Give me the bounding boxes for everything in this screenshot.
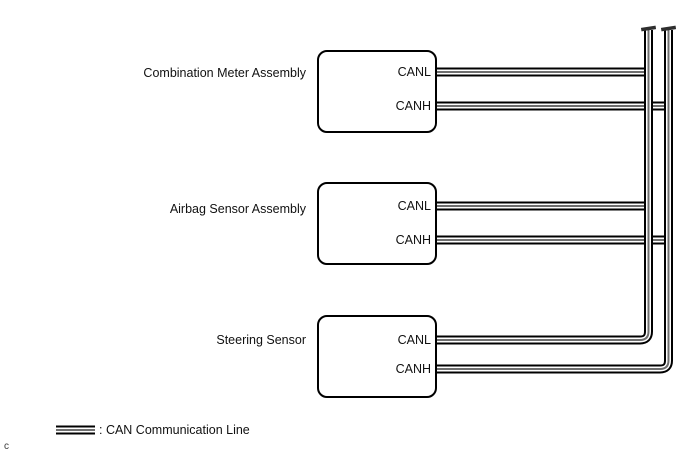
node-label-combination-meter: Combination Meter Assembly — [143, 66, 306, 80]
bus-continuation-cap-right-icon — [660, 25, 677, 32]
pin-label-canh: CANH — [395, 362, 431, 376]
legend-label: : CAN Communication Line — [99, 423, 250, 437]
corner-mark: c — [4, 441, 9, 452]
node-label-steering-sensor: Steering Sensor — [216, 333, 306, 347]
node-label-airbag-sensor: Airbag Sensor Assembly — [169, 202, 306, 216]
pin-label-canh: CANH — [395, 233, 431, 247]
can-bus-canh-trunk — [434, 30, 669, 369]
node-box-steering-sensor: CANL CANH — [317, 315, 437, 398]
node-box-airbag-sensor: CANL CANH — [317, 182, 437, 265]
pin-label-canh: CANH — [395, 99, 431, 113]
pin-label-canl: CANL — [397, 199, 431, 213]
pin-label-canl: CANL — [397, 333, 431, 347]
pin-label-canl: CANL — [397, 65, 431, 79]
node-box-combination-meter: CANL CANH — [317, 50, 437, 133]
bus-continuation-cap-left-icon — [640, 25, 657, 32]
